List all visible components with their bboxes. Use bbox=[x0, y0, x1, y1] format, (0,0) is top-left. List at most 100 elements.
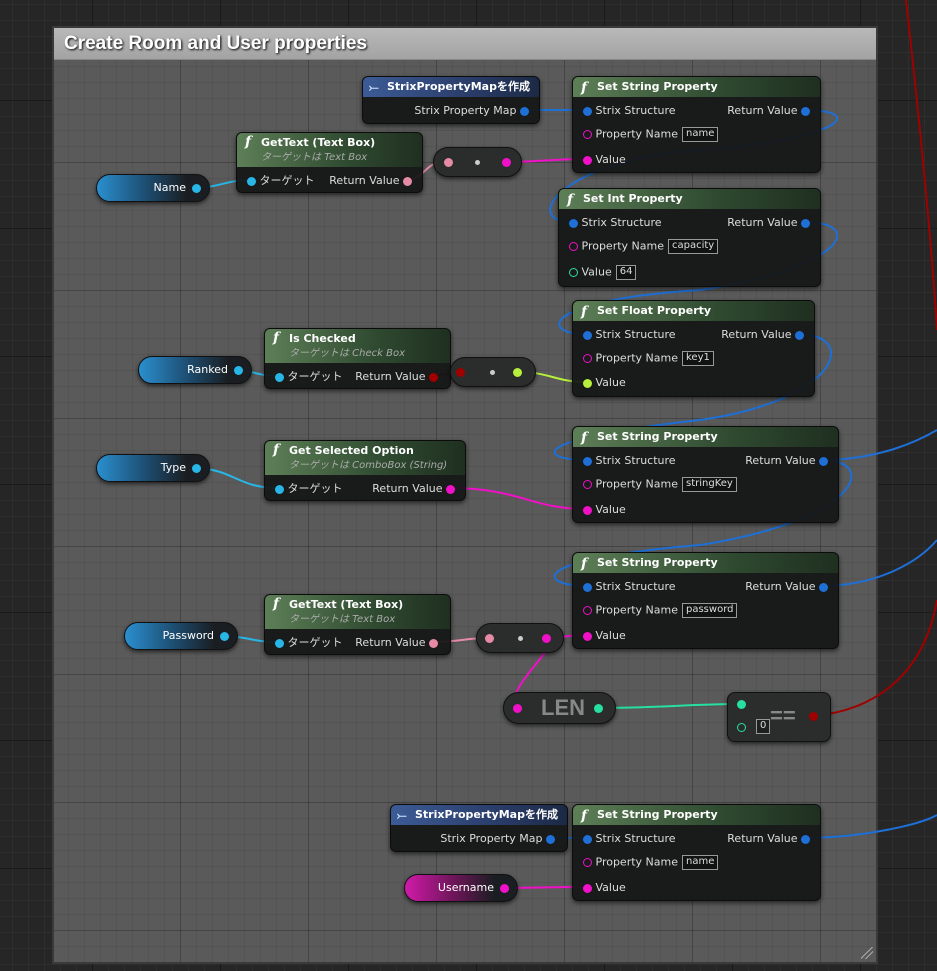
function-icon: f bbox=[581, 808, 588, 824]
pin-label: Strix Structure bbox=[595, 580, 676, 593]
target-input-pin[interactable] bbox=[275, 484, 284, 494]
property-name-field[interactable]: name bbox=[682, 127, 719, 142]
name-variable-node[interactable]: Name bbox=[96, 174, 210, 202]
wire-set3-to-set4 bbox=[553, 333, 833, 461]
return-value-output-pin[interactable] bbox=[429, 372, 438, 382]
property-name-input-pin[interactable] bbox=[583, 606, 592, 615]
function-icon: f bbox=[567, 192, 574, 208]
variable-output-pin[interactable] bbox=[500, 883, 509, 893]
pin-label: Value bbox=[595, 881, 626, 894]
return-value-output-pin[interactable] bbox=[801, 834, 810, 844]
pin-label: Return Value bbox=[745, 580, 816, 593]
property-name-input-pin[interactable] bbox=[569, 242, 578, 251]
node-title: Set Int Property bbox=[583, 192, 683, 205]
value-input-pin[interactable] bbox=[583, 155, 592, 165]
property-name-field[interactable]: stringKey bbox=[682, 477, 737, 492]
strix-structure-input-pin[interactable] bbox=[583, 582, 592, 592]
wire-set6-out bbox=[802, 814, 937, 839]
variable-output-pin[interactable] bbox=[234, 365, 243, 375]
text-to-string-conversion-node-2[interactable] bbox=[476, 623, 564, 653]
conversion-output-pin[interactable] bbox=[513, 368, 522, 377]
return-value-output-pin[interactable] bbox=[795, 330, 804, 340]
strix-structure-input-pin[interactable] bbox=[583, 834, 592, 844]
len-node[interactable]: LEN bbox=[503, 692, 616, 724]
target-input-pin[interactable] bbox=[275, 638, 284, 648]
return-value-output-pin[interactable] bbox=[819, 582, 828, 592]
return-value-output-pin[interactable] bbox=[801, 218, 810, 228]
pin-label: ターゲット bbox=[259, 174, 315, 187]
property-name-input-pin[interactable] bbox=[583, 354, 592, 363]
wire-option-to-value bbox=[449, 487, 588, 510]
equal-input-a-pin[interactable] bbox=[737, 700, 746, 709]
strix-structure-input-pin[interactable] bbox=[583, 330, 592, 340]
strix-map-output-pin[interactable] bbox=[520, 106, 529, 116]
username-variable-node[interactable]: Username bbox=[404, 874, 518, 902]
value-input-pin[interactable] bbox=[583, 378, 592, 388]
password-variable-node[interactable]: Password bbox=[124, 622, 238, 650]
equal-input-b-field[interactable]: 0 bbox=[756, 719, 771, 734]
pin-label: Return Value bbox=[745, 454, 816, 467]
value-input-pin[interactable] bbox=[583, 505, 592, 515]
variable-output-pin[interactable] bbox=[192, 183, 201, 193]
target-input-pin[interactable] bbox=[275, 372, 284, 382]
conversion-input-pin[interactable] bbox=[456, 368, 465, 377]
pin-label: Value bbox=[581, 265, 612, 279]
len-input-pin[interactable] bbox=[513, 704, 522, 713]
property-name-field[interactable]: name bbox=[682, 855, 719, 870]
strix-structure-input-pin[interactable] bbox=[583, 106, 592, 116]
resize-handle-icon[interactable] bbox=[861, 947, 873, 959]
strix-structure-input-pin[interactable] bbox=[569, 218, 578, 228]
conversion-input-pin[interactable] bbox=[485, 634, 494, 643]
value-input-pin[interactable] bbox=[583, 883, 592, 893]
property-name-field[interactable]: key1 bbox=[682, 351, 714, 366]
target-input-pin[interactable] bbox=[247, 176, 256, 186]
node-subtitle: ターゲットは Text Box bbox=[289, 614, 396, 625]
pin-label: ターゲット bbox=[287, 370, 343, 383]
conversion-output-pin[interactable] bbox=[502, 158, 511, 167]
property-name-field[interactable]: capacity bbox=[668, 239, 719, 254]
comment-title[interactable]: Create Room and User properties bbox=[54, 28, 876, 60]
variable-output-pin[interactable] bbox=[192, 463, 201, 473]
function-icon: f bbox=[581, 80, 588, 96]
make-property-map-node-2[interactable]: ⤚StrixPropertyMapを作成 Strix Property Map bbox=[390, 804, 568, 852]
conversion-input-pin[interactable] bbox=[444, 158, 453, 167]
return-value-output-pin[interactable] bbox=[801, 106, 810, 116]
len-output-pin[interactable] bbox=[594, 704, 603, 713]
ranked-variable-node[interactable]: Ranked bbox=[138, 356, 252, 384]
property-name-input-pin[interactable] bbox=[583, 858, 592, 867]
strix-structure-input-pin[interactable] bbox=[583, 456, 592, 466]
equal-input-b-pin[interactable] bbox=[737, 723, 746, 732]
equal-output-pin[interactable] bbox=[809, 712, 818, 721]
pin-label: ターゲット bbox=[287, 482, 343, 495]
make-property-map-node-1[interactable]: ⤚StrixPropertyMapを作成 Strix Property Map bbox=[362, 76, 540, 124]
type-variable-node[interactable]: Type bbox=[96, 454, 210, 482]
property-name-field[interactable]: password bbox=[682, 603, 738, 618]
property-name-input-pin[interactable] bbox=[583, 130, 592, 139]
return-value-output-pin[interactable] bbox=[446, 484, 455, 494]
text-to-string-conversion-node-1[interactable] bbox=[433, 147, 522, 177]
pin-label: Return Value bbox=[727, 216, 798, 229]
bool-to-float-conversion-node[interactable] bbox=[450, 357, 536, 387]
return-value-output-pin[interactable] bbox=[819, 456, 828, 466]
conversion-output-pin[interactable] bbox=[542, 634, 551, 643]
strix-map-output-pin[interactable] bbox=[546, 834, 555, 844]
value-field[interactable]: 64 bbox=[615, 265, 637, 280]
node-title: StrixPropertyMapを作成 bbox=[415, 808, 558, 821]
variable-output-pin[interactable] bbox=[220, 631, 229, 641]
value-input-pin[interactable] bbox=[583, 631, 592, 641]
property-name-input-pin[interactable] bbox=[583, 480, 592, 489]
return-value-output-pin[interactable] bbox=[403, 176, 412, 186]
equal-node[interactable]: 0 == bbox=[727, 692, 831, 742]
value-input-pin[interactable] bbox=[569, 268, 578, 277]
return-value-output-pin[interactable] bbox=[429, 638, 438, 648]
